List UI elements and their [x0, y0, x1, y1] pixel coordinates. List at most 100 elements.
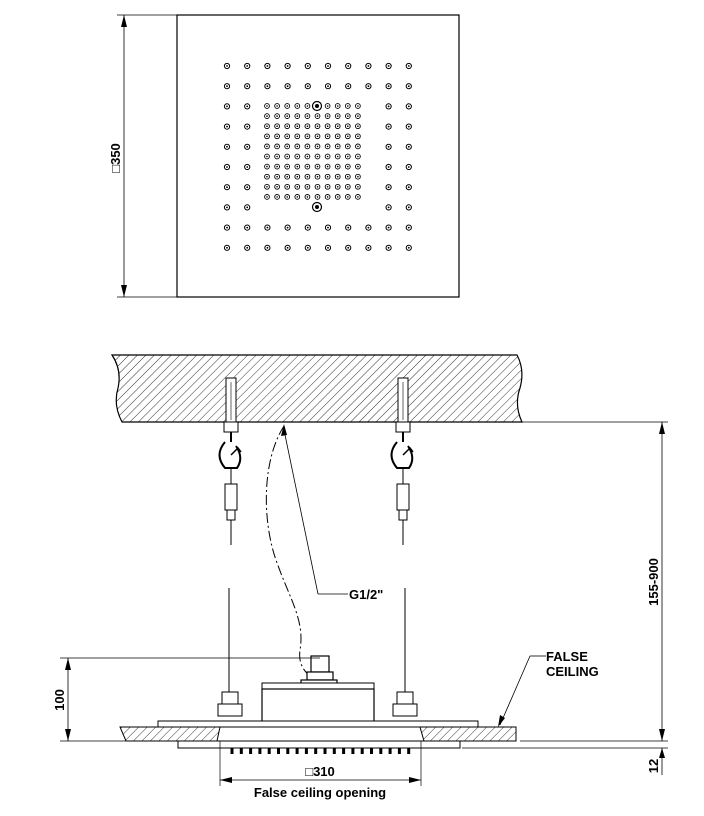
opening-caption: False ceiling opening: [254, 785, 386, 800]
inner-nozzle-core: [286, 145, 289, 148]
nozzle-core: [387, 186, 390, 189]
inner-nozzle-core: [296, 115, 299, 117]
inner-nozzle-core: [316, 196, 319, 198]
nozzle-core: [407, 246, 410, 249]
inner-nozzle-core: [286, 175, 289, 178]
nozzle-core: [347, 246, 350, 249]
side-nozzles: [230, 748, 411, 754]
inner-nozzle-core: [316, 135, 319, 138]
inner-nozzle-core: [276, 175, 278, 178]
side-nozzle: [230, 748, 234, 754]
inner-nozzle-core: [326, 186, 329, 188]
inner-nozzle-core: [276, 135, 278, 138]
nozzle-core: [226, 105, 228, 108]
nozzle-core: [246, 226, 249, 229]
shower-head-outline: [176, 14, 460, 298]
nozzle-core: [286, 65, 289, 67]
inner-nozzle-core: [326, 165, 329, 168]
inner-nozzle-core: [347, 105, 349, 107]
inlet-connector: [261, 655, 375, 690]
nozzle-core: [347, 85, 350, 88]
body-height-label: 100: [52, 689, 67, 711]
pipe-thread-label: G1/2": [349, 587, 383, 602]
inner-nozzle-core: [266, 196, 268, 198]
left-hanger: [217, 377, 243, 717]
inner-nozzle-core: [276, 155, 278, 158]
drop-range-label: 155-900: [646, 558, 661, 606]
inner-nozzle-core: [286, 196, 289, 198]
inner-nozzle-core: [266, 165, 268, 168]
pipe-thread-callout: G1/2": [281, 424, 383, 602]
side-nozzle: [277, 748, 280, 754]
nozzle-core: [347, 226, 350, 229]
dimension-opening: □310 False ceiling opening: [219, 741, 422, 800]
inner-nozzle-core: [286, 135, 289, 138]
nozzle-core: [266, 85, 269, 88]
nozzle-core: [246, 125, 249, 128]
nozzle-core: [246, 166, 249, 168]
flexible-hose: [265, 425, 313, 679]
inner-nozzle-core: [276, 105, 278, 107]
shower-plate-top: [157, 720, 479, 728]
nozzle-core: [266, 226, 269, 229]
inner-nozzle-core: [306, 145, 309, 148]
inner-nozzle-core: [336, 135, 339, 138]
inner-nozzle-core: [357, 186, 359, 188]
inner-nozzle-core: [357, 135, 359, 138]
inner-nozzle-core: [276, 165, 278, 168]
nozzle-core: [367, 246, 370, 249]
side-nozzle: [360, 748, 364, 754]
inner-nozzle-core: [316, 155, 319, 158]
inner-nozzle-core: [266, 135, 268, 138]
nozzle-core: [226, 246, 228, 249]
nozzle-core: [387, 125, 390, 128]
side-nozzle: [314, 748, 318, 754]
inner-nozzle-core: [357, 115, 359, 117]
inner-nozzle-core: [347, 186, 349, 188]
inner-nozzle-core: [316, 186, 319, 188]
inner-nozzle-core: [316, 175, 319, 178]
nozzle-core: [246, 145, 249, 148]
inner-nozzle-core: [286, 165, 289, 168]
inner-nozzle-core: [316, 115, 319, 117]
inner-nozzle-core: [276, 186, 278, 188]
side-nozzle: [388, 748, 392, 754]
shower-body: [261, 688, 375, 726]
inner-nozzle-core: [306, 196, 309, 198]
nozzle-grid: [223, 62, 412, 251]
dimension-body-height: 100: [52, 658, 71, 741]
inner-nozzle-core: [306, 186, 309, 188]
inner-nozzle-core: [306, 105, 309, 107]
inner-nozzle-core: [336, 186, 339, 188]
inner-nozzle-core: [306, 135, 309, 138]
nozzle-core: [407, 65, 410, 67]
nozzle-core: [387, 226, 390, 229]
inner-nozzle-core: [347, 115, 349, 117]
inner-nozzle-core: [266, 175, 268, 178]
inner-nozzle-core: [266, 145, 268, 148]
side-nozzle: [258, 748, 262, 754]
inner-nozzle-core: [306, 175, 309, 178]
inner-nozzle-core: [336, 196, 339, 198]
side-nozzle: [332, 748, 336, 754]
nozzle-core: [407, 206, 410, 209]
inner-nozzle-core: [296, 135, 299, 138]
side-nozzle: [304, 748, 308, 754]
false-ceiling-callout: FALSE CEILING: [498, 649, 599, 727]
side-nozzle: [397, 748, 401, 754]
special-nozzle-core: [315, 205, 319, 209]
inner-nozzle-core: [347, 145, 349, 148]
nozzle-core: [266, 246, 269, 249]
false-ceiling-label-2: CEILING: [546, 664, 599, 679]
inner-nozzle-core: [296, 175, 299, 178]
inner-nozzle-core: [336, 155, 339, 158]
nozzle-core: [306, 65, 309, 67]
nozzle-core: [387, 65, 390, 67]
opening-dim-label: □310: [305, 764, 335, 779]
nozzle-core: [246, 85, 249, 88]
inner-nozzle-core: [336, 105, 339, 107]
inner-nozzle-core: [276, 196, 278, 198]
side-nozzle: [351, 748, 355, 754]
inner-nozzle-core: [336, 125, 339, 127]
nozzle-core: [407, 85, 410, 88]
